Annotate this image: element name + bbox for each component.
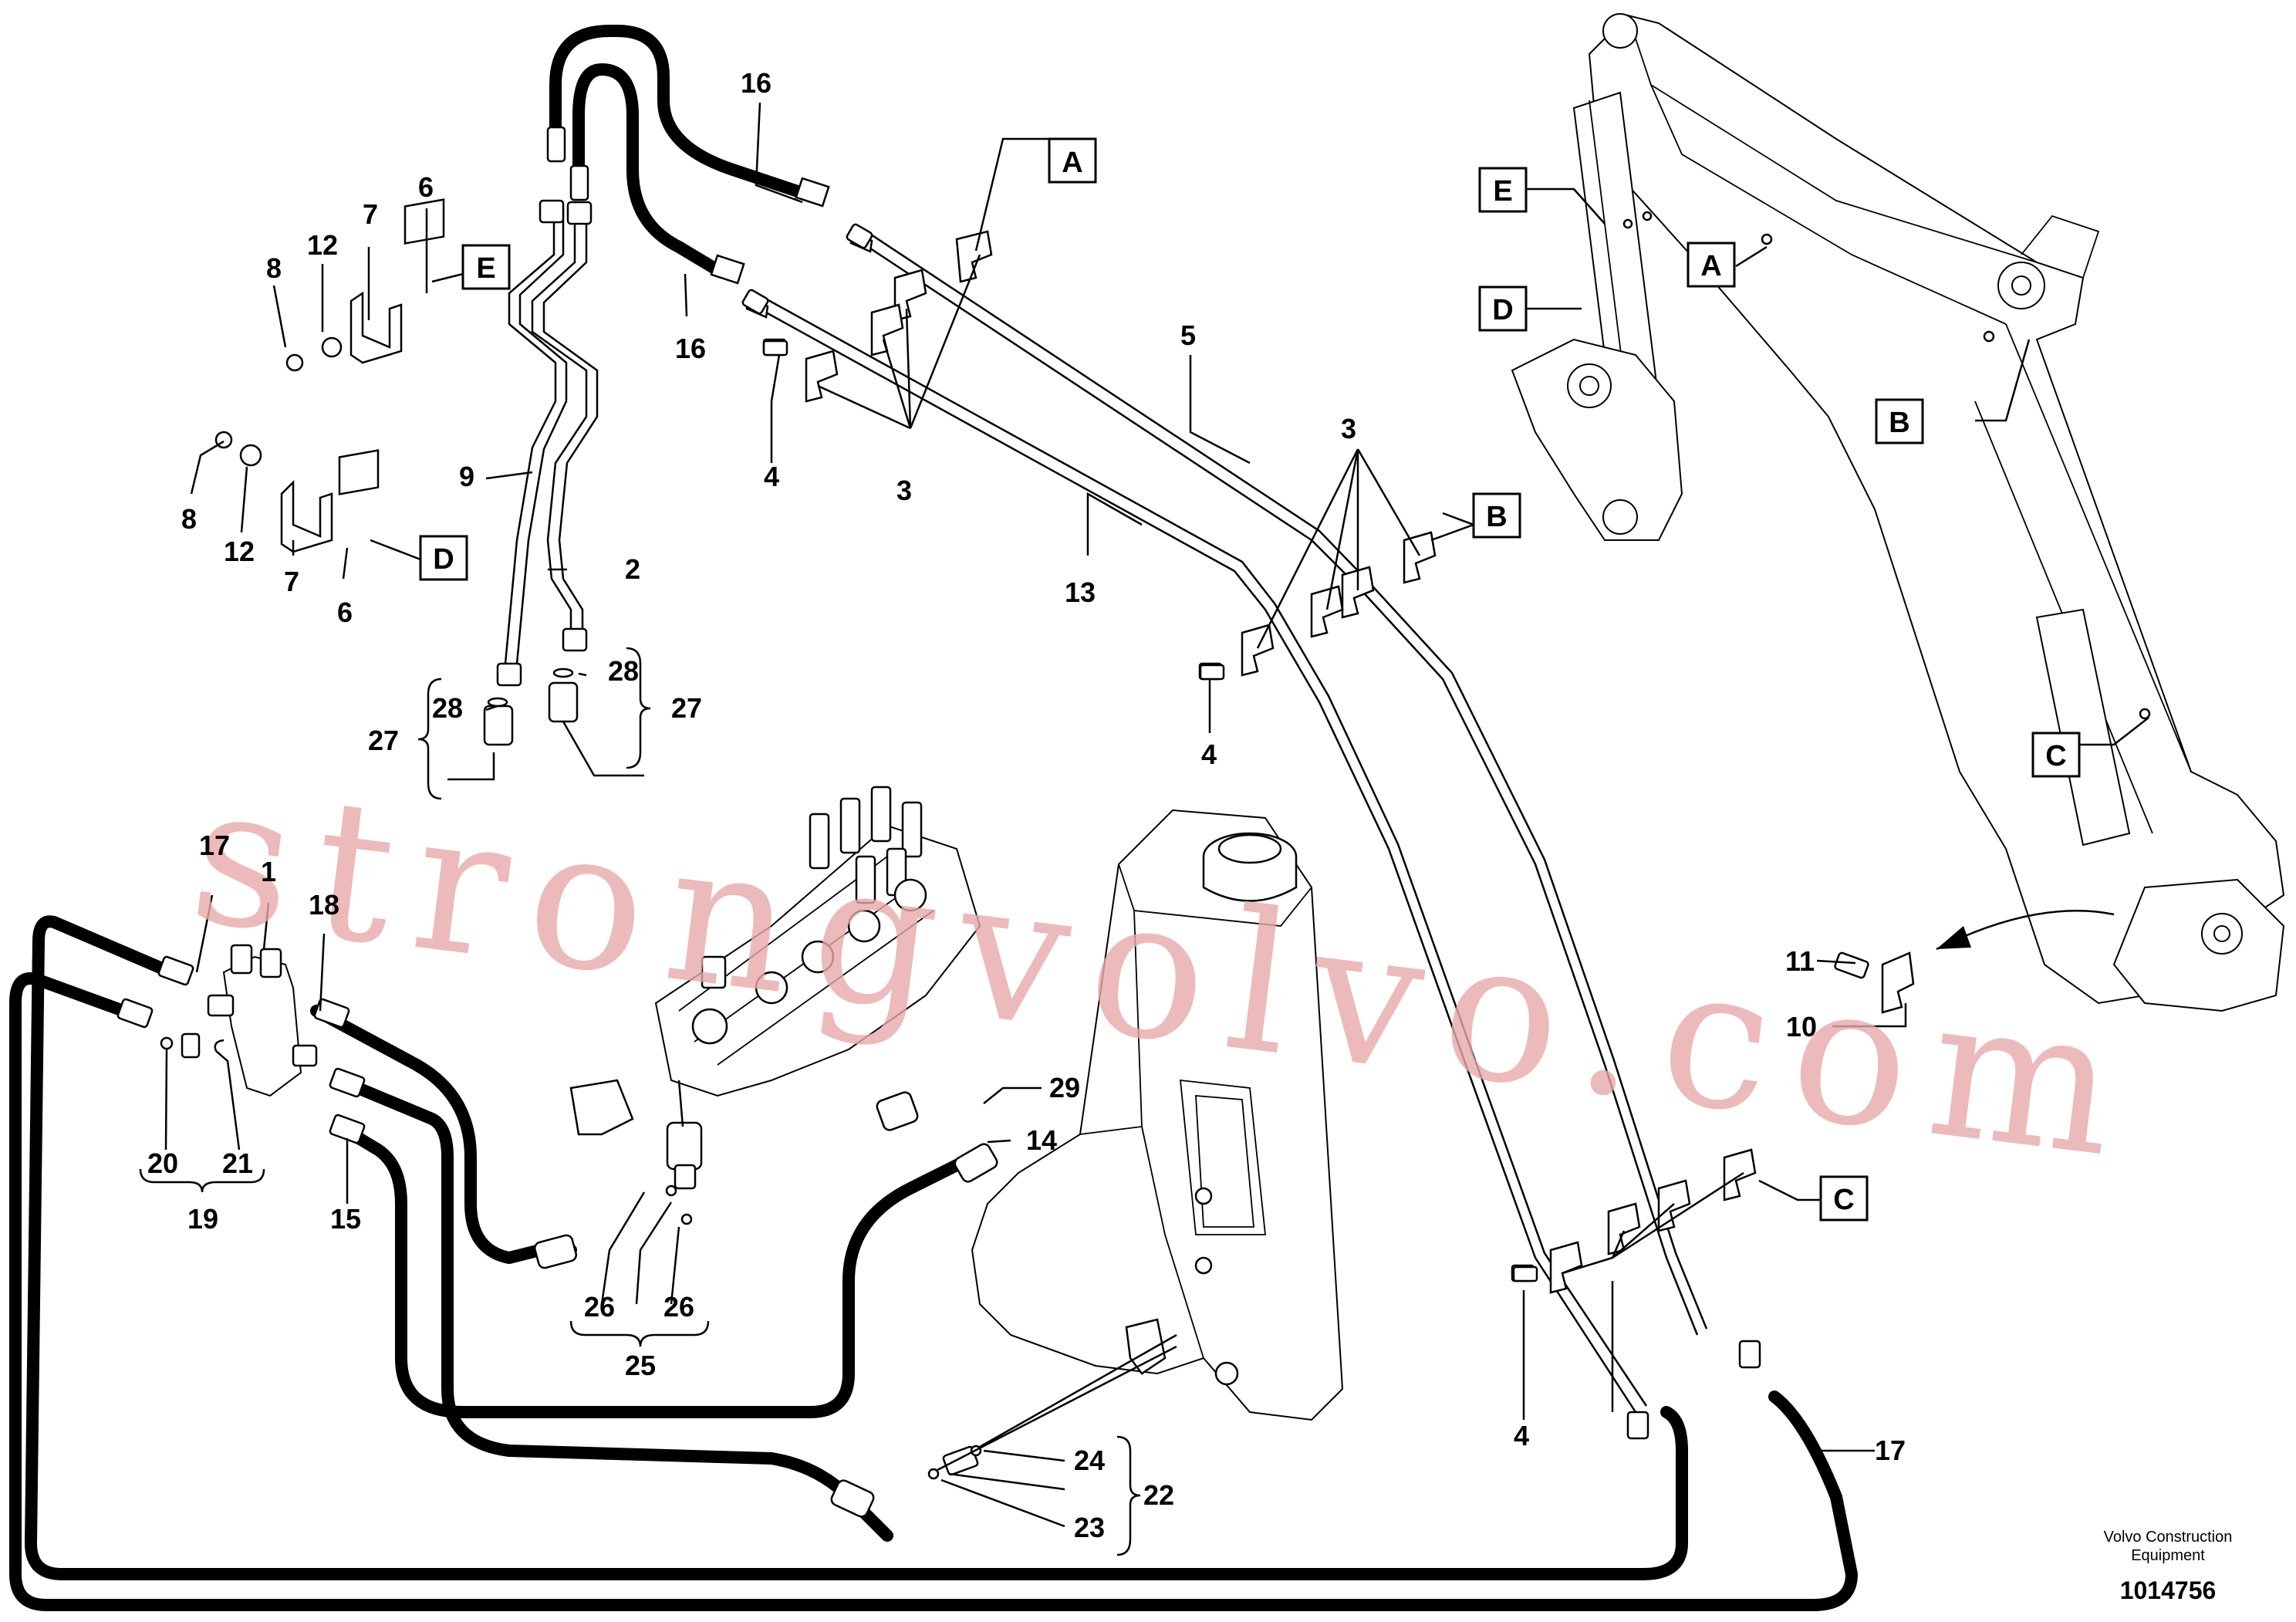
- callout-17: 17: [1875, 1434, 1906, 1466]
- svg-text:D: D: [433, 543, 454, 576]
- callout-labels: 16 16 6 7 12 8 8 12 7 6 9 2 28 28 27 27 …: [147, 67, 1906, 1543]
- ref-box-c-boom: C: [2031, 732, 2081, 778]
- pipes-2-9: [496, 199, 599, 687]
- callout-17: 17: [199, 830, 230, 861]
- callout-16: 16: [675, 333, 706, 364]
- callout-5: 5: [1180, 319, 1196, 351]
- ref-box-e: E: [461, 244, 511, 290]
- callout-28: 28: [432, 692, 463, 724]
- callout-27: 27: [368, 725, 399, 756]
- company-name-line2: Equipment: [2131, 1547, 2205, 1564]
- svg-text:B: B: [1486, 501, 1507, 533]
- callout-12: 12: [224, 536, 255, 567]
- leader-lines: [164, 102, 2149, 1528]
- callout-1: 1: [261, 856, 276, 887]
- callout-6: 6: [337, 596, 353, 628]
- svg-text:B: B: [1889, 407, 1909, 439]
- callout-10: 10: [1786, 1011, 1817, 1042]
- callout-16: 16: [741, 67, 772, 99]
- callout-8: 8: [266, 252, 282, 284]
- clamp-10-bolt-11: [1834, 951, 1915, 1014]
- callout-4: 4: [764, 461, 779, 492]
- callout-25: 25: [625, 1350, 656, 1381]
- svg-text:C: C: [1833, 1184, 1854, 1216]
- callout-13: 13: [1065, 576, 1096, 608]
- callout-9: 9: [459, 461, 474, 492]
- control-valve-block: [569, 786, 981, 1136]
- callout-15: 15: [330, 1203, 361, 1235]
- reference-boxes: A E D B C E A D: [419, 137, 2081, 1222]
- callout-4: 4: [1201, 738, 1217, 770]
- clamps-3-low: [1511, 1148, 1757, 1294]
- callout-26: 26: [584, 1291, 615, 1323]
- svg-text:E: E: [1493, 175, 1512, 208]
- clamps-3-mid: [1198, 531, 1437, 681]
- callout-7: 7: [284, 566, 299, 597]
- drawing-footer: Volvo Construction Equipment 1014756: [2104, 1529, 2233, 1604]
- callout-19: 19: [187, 1203, 218, 1235]
- ref-box-d-boom: D: [1478, 286, 1528, 332]
- fittings-22-23-24: [927, 1333, 1177, 1480]
- ref-box-a: A: [1048, 137, 1097, 184]
- hydraulic-tank: [971, 809, 1344, 1421]
- ref-box-b: B: [1472, 492, 1521, 539]
- callout-28: 28: [608, 655, 639, 687]
- valve-1: [160, 944, 318, 1097]
- svg-text:E: E: [476, 252, 495, 285]
- callout-21: 21: [222, 1147, 253, 1179]
- company-name-line1: Volvo Construction: [2104, 1529, 2233, 1546]
- callout-11: 11: [1785, 945, 1815, 977]
- fitting-29: [876, 1091, 919, 1131]
- callout-3: 3: [896, 475, 912, 506]
- bolts-4: [762, 340, 1538, 1282]
- callout-7: 7: [363, 198, 378, 230]
- ref-box-e-boom: E: [1478, 167, 1528, 213]
- direction-arrow: [1936, 910, 2115, 951]
- braces: [139, 647, 1141, 1556]
- callout-22: 22: [1143, 1479, 1174, 1511]
- clamp-set-d: [214, 431, 380, 553]
- svg-text:A: A: [1062, 147, 1082, 179]
- callout-23: 23: [1074, 1512, 1105, 1543]
- callout-27: 27: [671, 692, 702, 724]
- ref-box-b-boom: B: [1875, 398, 1924, 444]
- hose-16-assembly: [546, 25, 830, 285]
- ref-box-a-boom: A: [1687, 242, 1736, 288]
- drawing-number: 1014756: [2120, 1576, 2217, 1604]
- callout-4: 4: [1514, 1420, 1529, 1451]
- callout-24: 24: [1074, 1445, 1105, 1476]
- callout-18: 18: [309, 889, 339, 921]
- ref-box-d: D: [419, 535, 468, 581]
- svg-text:C: C: [2045, 740, 2066, 772]
- boom-arm-illustration: [1511, 13, 2285, 1012]
- callout-12: 12: [307, 229, 338, 261]
- callout-6: 6: [418, 171, 434, 203]
- svg-text:D: D: [1492, 294, 1513, 326]
- callout-26: 26: [663, 1291, 694, 1323]
- callout-3: 3: [1341, 413, 1356, 444]
- callout-20: 20: [147, 1147, 178, 1179]
- callout-2: 2: [625, 553, 640, 585]
- svg-text:A: A: [1700, 250, 1721, 282]
- callout-29: 29: [1049, 1072, 1080, 1103]
- ref-box-c: C: [1819, 1175, 1869, 1222]
- fittings-27-28: [483, 667, 579, 746]
- lower-hoses: [9, 915, 1858, 1611]
- clamp-set-e: [285, 198, 445, 372]
- callout-14: 14: [1026, 1124, 1057, 1156]
- fitting-25-26: [665, 1121, 703, 1225]
- callout-8: 8: [181, 503, 197, 535]
